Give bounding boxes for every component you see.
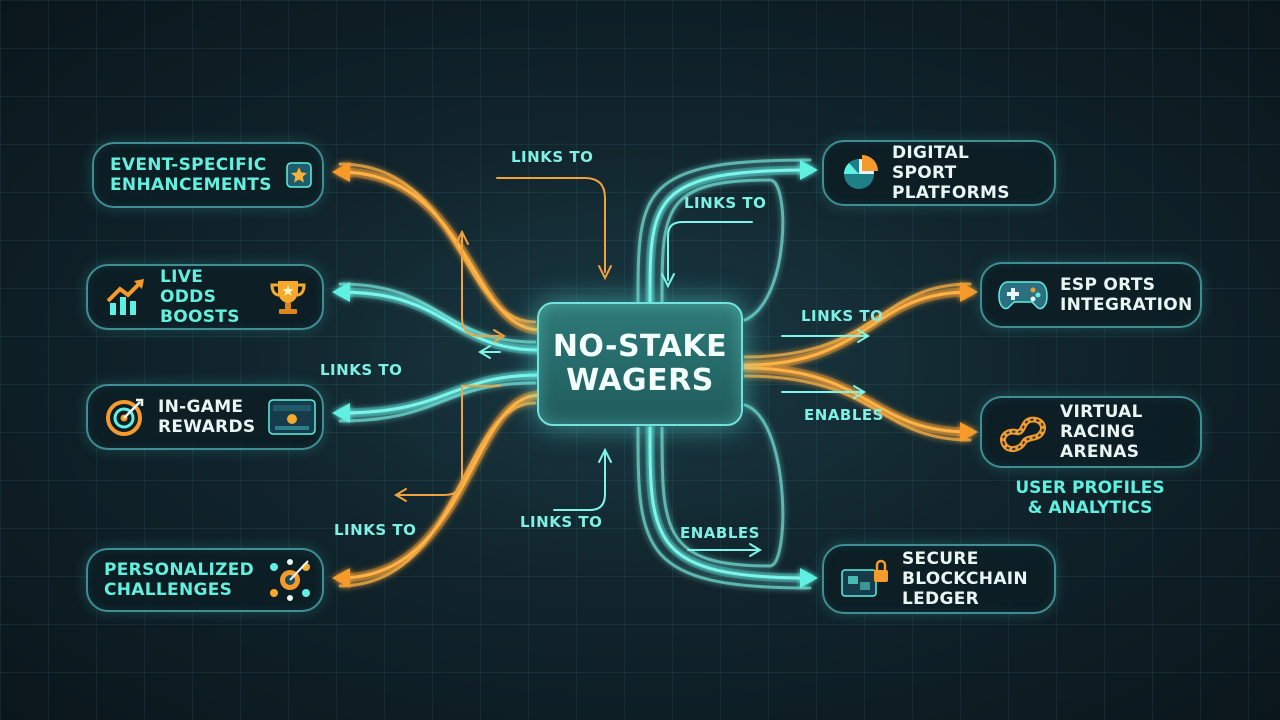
connection-label-top-center: LINKS TO [511, 148, 594, 166]
target-icon [106, 398, 144, 436]
arrow-esports [960, 282, 978, 302]
connection-label-right-lower: ENABLES [804, 406, 884, 424]
node-event-specific-enhancements[interactable]: EVENT-SPECIFIC ENHANCEMENTS [92, 142, 324, 208]
node-label-line1: ESP ORTS [1060, 275, 1156, 295]
flow-esports [743, 290, 972, 367]
node-virtual-racing-arenas[interactable]: VIRTUAL RACING ARENAS [980, 396, 1202, 468]
node-label-line1: IN-GAME [158, 397, 244, 417]
node-label-line2: BOOSTS [160, 307, 240, 327]
arrow-virtual-racing [960, 422, 978, 442]
trophy-icon [270, 281, 306, 314]
arrow-digital-sport [800, 160, 818, 180]
node-label-line3: LEDGER [902, 589, 980, 609]
connection-label-left-lower: LINKS TO [334, 521, 417, 539]
flow-virtual-racing [743, 366, 972, 434]
flow-secure-ledger [648, 426, 812, 580]
node-label-line2: BLOCKCHAIN [902, 569, 1028, 589]
pie-chart-icon [844, 155, 878, 189]
center-hub-no-stake-wagers[interactable]: NO-STAKE WAGERS [537, 302, 743, 426]
connection-label-left-middle: LINKS TO [320, 361, 403, 379]
arrow-live-odds [332, 282, 350, 302]
node-label-line1: VIRTUAL [1060, 402, 1143, 422]
flow-in-game [338, 373, 542, 415]
node-label-line2: RACING [1060, 422, 1136, 442]
arrow-personalized [332, 568, 350, 588]
flow-personalized [338, 393, 542, 580]
node-digital-sport-platforms[interactable]: DIGITAL SPORT PLATFORMS [822, 140, 1056, 206]
game-screen-icon [268, 399, 317, 435]
node-label-line1: LIVE ODDS [160, 267, 217, 307]
node-secure-blockchain-ledger[interactable]: SECURE BLOCKCHAIN LEDGER [822, 544, 1056, 614]
star-badge-icon [286, 162, 312, 188]
flow-live-odds [338, 290, 542, 352]
node-label-line1: SECURE [902, 549, 979, 569]
gamepad-icon [998, 281, 1048, 310]
connection-label-bottom-center: LINKS TO [520, 513, 603, 531]
connection-label-top-right-inner: LINKS TO [684, 194, 767, 212]
node-label-line2: REWARDS [158, 417, 256, 437]
center-title-line2: WAGERS [566, 363, 714, 398]
node-in-game-rewards[interactable]: IN-GAME REWARDS [86, 384, 324, 450]
node-label-line1: EVENT-SPECIFIC [110, 155, 267, 175]
dartboard-icon [270, 559, 311, 601]
flow-event-specific [338, 170, 542, 332]
node-personalized-challenges[interactable]: PERSONALIZED CHALLENGES [86, 548, 324, 612]
node-label-line2: CHALLENGES [104, 580, 233, 600]
user-profiles-analytics-label: USER PROFILES & ANALYTICS [1010, 478, 1170, 518]
arrow-secure-ledger [800, 568, 818, 588]
node-esports-integration[interactable]: ESP ORTS INTEGRATION [980, 262, 1202, 328]
lock-chain-icon [841, 559, 888, 597]
node-label-line2: PLATFORMS [892, 183, 1010, 203]
node-live-odds-boosts[interactable]: LIVE ODDS BOOSTS [86, 264, 324, 330]
trending-chart-icon [106, 279, 144, 315]
flow-digital-sport [648, 168, 812, 304]
race-track-icon [1000, 416, 1046, 452]
node-label-line1: DIGITAL SPORT [892, 143, 970, 183]
user-profiles-line1: USER PROFILES [1015, 478, 1165, 498]
connection-label-right-upper: LINKS TO [801, 307, 884, 325]
user-profiles-line2: & ANALYTICS [1027, 498, 1153, 518]
connection-label-bottom-right: ENABLES [680, 524, 760, 542]
arrow-event-specific [332, 162, 350, 182]
node-label-line1: PERSONALIZED [104, 560, 255, 580]
center-title-line1: NO-STAKE [552, 329, 728, 364]
arrow-in-game [332, 403, 350, 423]
node-label-line2: ENHANCEMENTS [110, 175, 272, 195]
node-label-line3: ARENAS [1060, 442, 1140, 462]
node-label-line2: INTEGRATION [1060, 295, 1193, 315]
